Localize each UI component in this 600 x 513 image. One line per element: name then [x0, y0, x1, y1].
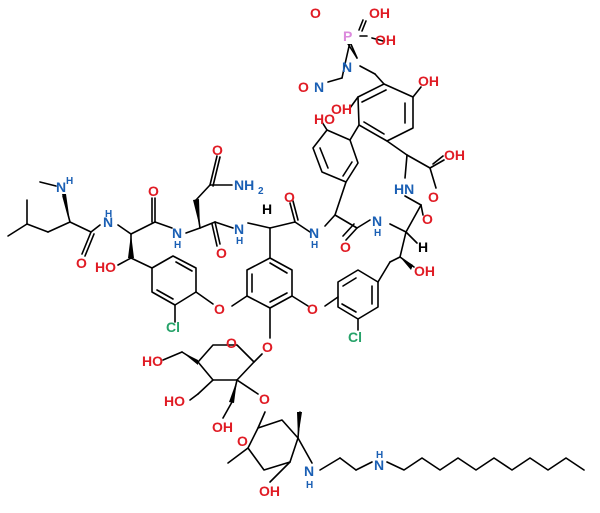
label-nh2-asn: NH	[234, 177, 254, 193]
label-h-aminosugar: H	[306, 480, 313, 491]
label-cl-right: Cl	[348, 329, 362, 345]
label-o-ether-left: O	[214, 301, 225, 317]
label-o-cooh: O	[428, 189, 439, 205]
label-o-amide-asn: O	[216, 245, 227, 261]
label-h-alpha-center: H	[262, 201, 272, 217]
label-n-asn-backbone: N	[172, 225, 182, 241]
label-h-left-center: H	[236, 236, 243, 247]
label-nh2-subscript: 2	[258, 186, 264, 197]
label-oxygen-po: O	[310, 5, 321, 21]
label-o-amide-left-top: O	[148, 183, 159, 199]
label-o-glucose-ring: O	[226, 335, 237, 351]
label-o-amide-lower: O	[340, 239, 351, 255]
stereo-wedges	[62, 194, 413, 438]
label-oh-cooh: OH	[444, 147, 465, 163]
label-o-amide-top: O	[284, 189, 295, 205]
label-nitroso-n: N	[314, 79, 324, 95]
label-o-aminosugar-ring: O	[237, 433, 248, 449]
label-o-asn: O	[212, 142, 223, 158]
label-nitroso-o: O	[298, 79, 309, 95]
label-h-chain: H	[376, 450, 383, 461]
label-o-glycosidic: O	[262, 339, 273, 355]
label-n-left: N	[103, 214, 113, 230]
label-hn-right: HN	[394, 181, 414, 197]
label-ho-beta-left: HO	[95, 259, 116, 275]
label-o-ether-right: O	[307, 301, 318, 317]
label-ho-ring2: HO	[314, 111, 335, 127]
label-oh-c3: OH	[212, 419, 233, 435]
label-h-left: H	[105, 209, 112, 220]
label-n-chain: N	[374, 457, 384, 473]
label-oh-aminosugar: OH	[259, 483, 280, 499]
label-h-nh-mid: H	[311, 240, 318, 251]
label-oh-beta-right: OH	[414, 263, 435, 279]
label-o-amide-right: O	[422, 211, 433, 227]
label-h-amide-mid: H	[374, 228, 381, 239]
label-oh-ring-top: OH	[418, 73, 439, 89]
atom-labels: P O OH OH N O N OH OH HO OH O HN O N H H…	[56, 5, 465, 499]
label-n-aminosugar: N	[304, 463, 314, 479]
label-n-left-center: N	[234, 221, 244, 237]
label-o-amide-far-left: O	[76, 255, 87, 271]
label-oh-p1: OH	[369, 5, 390, 21]
label-cl-left: Cl	[166, 319, 180, 335]
label-oh-p2: OH	[375, 32, 396, 48]
label-o-disaccharide: O	[259, 391, 270, 407]
label-h-alpha-right: H	[418, 239, 428, 255]
label-ho-c4: HO	[164, 393, 185, 409]
bond-skeleton	[7, 19, 585, 483]
label-h-asn-backbone: H	[174, 240, 181, 251]
label-n-amide-mid: N	[372, 213, 382, 229]
label-n-methylamine: N	[56, 179, 66, 195]
label-phosphorus: P	[343, 28, 352, 44]
label-nh-mid: N	[309, 225, 319, 241]
label-h-methylamine: H	[66, 176, 73, 187]
label-ho-ch2: HO	[142, 353, 163, 369]
label-oh-ring-left: OH	[331, 101, 352, 117]
label-nitrogen-amine: N	[342, 59, 352, 75]
